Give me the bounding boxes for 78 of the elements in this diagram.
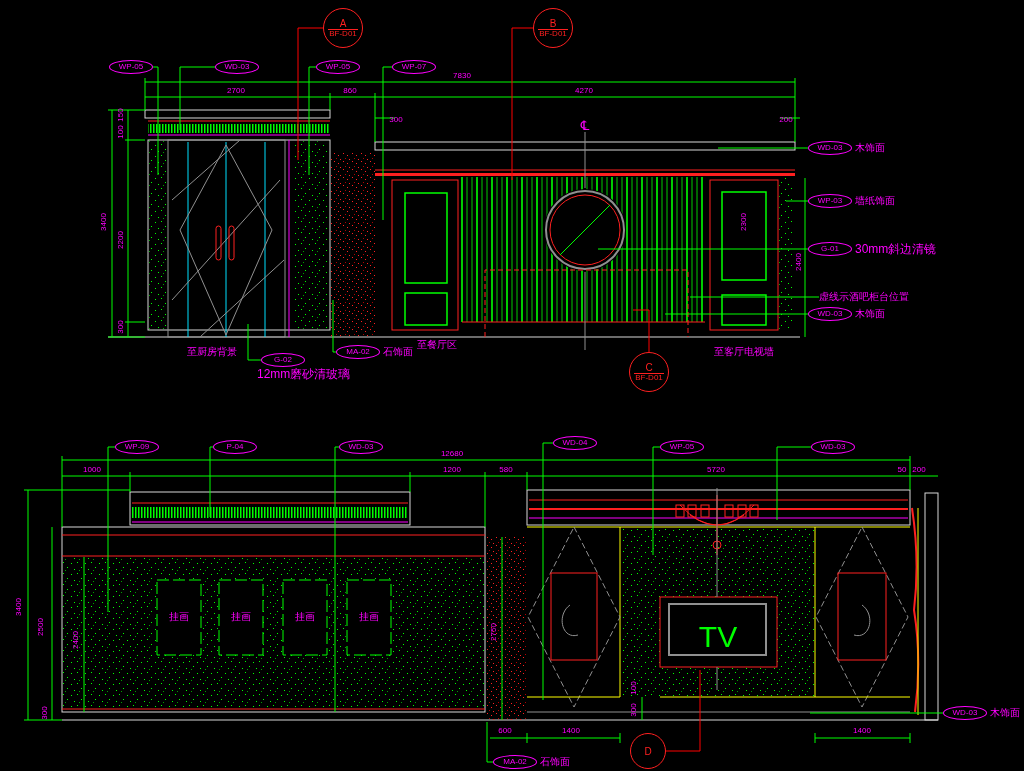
- dimension-text: 300: [117, 320, 125, 334]
- material-note: 木饰面: [855, 142, 885, 153]
- leader-line: [486, 721, 494, 763]
- dimension-text: 2200: [117, 231, 125, 249]
- dimension-text: 4270: [575, 87, 593, 95]
- leader-line: [689, 296, 820, 298]
- section-letter: C: [645, 361, 653, 373]
- dimension-text: 300: [41, 706, 49, 720]
- sheet-number: BF-D01: [328, 28, 358, 39]
- leader-line: [665, 669, 701, 752]
- dimension-text: 3400: [15, 598, 23, 616]
- material-note: 木饰面: [990, 707, 1020, 718]
- dimension-text: 100: [630, 681, 638, 695]
- dimension-text: 7830: [453, 72, 471, 80]
- sheet-number: BF-D01: [538, 28, 568, 39]
- note-text: 虚线示酒吧柜台位置: [819, 290, 909, 304]
- leader-line: [597, 248, 809, 250]
- leader-line: [776, 446, 812, 521]
- dimension-text: 5720: [707, 466, 725, 474]
- material-note: 石饰面: [383, 346, 413, 357]
- leader-line: [785, 200, 809, 202]
- dimension-text: 50: [897, 466, 907, 474]
- dimension-text: 12680: [440, 450, 464, 458]
- dimension-text: 100: [117, 125, 125, 139]
- section-letter: A: [339, 17, 347, 29]
- dimension-text: 2700: [227, 87, 245, 95]
- leader-line: [664, 313, 809, 315]
- dimension-text: 200: [912, 466, 926, 474]
- material-note: 石饰面: [540, 756, 570, 767]
- dimension-text: 3400: [100, 213, 108, 231]
- dimension-text: 860: [343, 87, 357, 95]
- dimension-text: 150: [117, 108, 125, 122]
- leader-line: [511, 27, 534, 181]
- dimension-text: 1200: [443, 466, 461, 474]
- dimension-text: TV: [698, 622, 738, 652]
- leader-line: [382, 66, 393, 221]
- dimension-text: 挂画: [169, 612, 189, 622]
- dimension-text: 2300: [740, 213, 748, 231]
- material-note: 12mm磨砂清玻璃: [257, 368, 351, 382]
- dimension-text: 1400: [562, 727, 580, 735]
- leader-line: [542, 442, 554, 701]
- leader-line: [247, 323, 262, 361]
- leader-line: [334, 446, 340, 713]
- leader-line: [717, 147, 809, 149]
- dimension-text: ℄: [580, 118, 590, 132]
- leader-line: [332, 299, 337, 353]
- dimension-text: 2750: [490, 623, 498, 641]
- leader-line: [209, 446, 214, 518]
- leader-line: [652, 446, 661, 556]
- dimension-text: 挂画: [295, 612, 315, 622]
- material-note: 木饰面: [855, 308, 885, 319]
- dimension-text: 2500: [37, 618, 45, 636]
- section-letter: B: [549, 17, 557, 29]
- material-note: 墙纸饰面: [855, 195, 895, 206]
- dimension-text: 至厨房背景: [187, 347, 237, 357]
- material-note: 30mm斜边清镜: [855, 243, 937, 257]
- sheet-number: BF-D01: [634, 372, 664, 383]
- leader-line: [179, 66, 216, 131]
- dimension-text: 200: [779, 116, 793, 124]
- leader-line: [632, 309, 650, 353]
- dimension-text: 挂画: [231, 612, 251, 622]
- dimension-text: 挂画: [359, 612, 379, 622]
- dimension-text: 580: [499, 466, 513, 474]
- dimension-text: 300: [389, 116, 403, 124]
- dimension-text: 2400: [72, 631, 80, 649]
- dimension-text: 600: [498, 727, 512, 735]
- leader-line: [809, 712, 944, 714]
- leader-line: [308, 66, 317, 176]
- dimension-text: 2400: [795, 253, 803, 271]
- dimension-text: 1000: [83, 466, 101, 474]
- dimension-text: 300: [630, 703, 638, 717]
- dimension-text: 1400: [853, 727, 871, 735]
- leader-line: [152, 66, 159, 176]
- leader-line: [297, 27, 324, 161]
- dimension-text: 至客厅电视墙: [714, 347, 774, 357]
- dimension-text: 至餐厅区: [417, 340, 457, 350]
- leader-line: [107, 446, 116, 613]
- section-letter: D: [644, 745, 652, 757]
